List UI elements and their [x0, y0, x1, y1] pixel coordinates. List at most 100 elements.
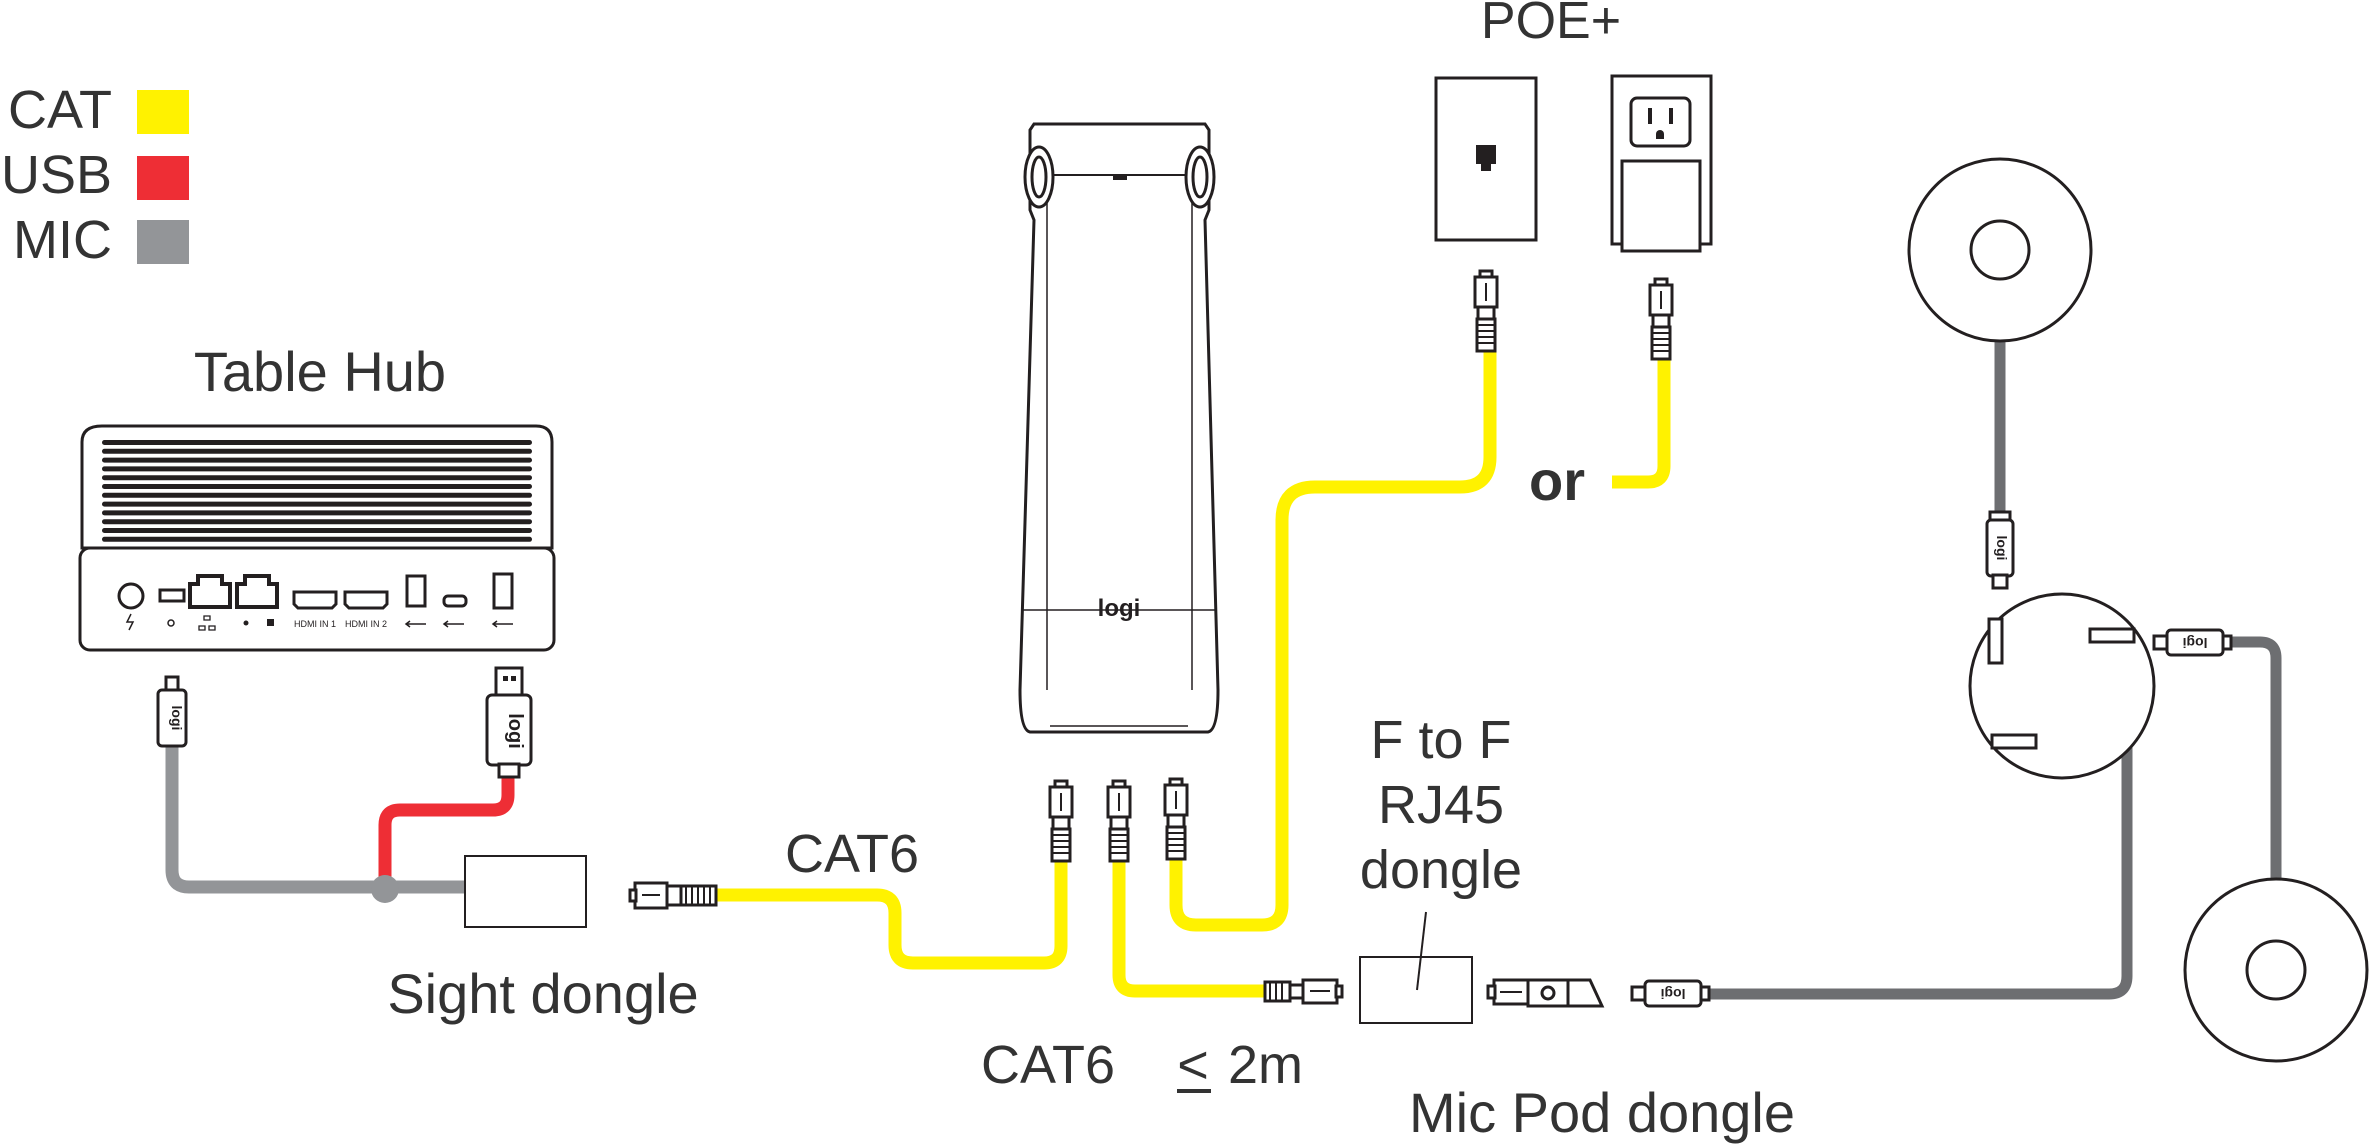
- micro-port: [158, 588, 186, 603]
- usbc-plug-mictop: logi: [1985, 510, 2015, 590]
- usbc-plug-micpod: logi: [1630, 979, 1711, 1008]
- rj45-plug-sight-neck: [665, 884, 683, 907]
- mic-cable-hub: [165, 745, 466, 894]
- usb-icon-2: [442, 620, 464, 628]
- usbc-plug-micpod-logo: logi: [1661, 986, 1686, 1002]
- cables: [165, 340, 2282, 1000]
- mic-hub-slot-right: [2088, 627, 2136, 644]
- usbc-plug-mictop-logo: logi: [1994, 536, 2010, 561]
- poe-label: POE+: [1481, 0, 1621, 50]
- hub-vents: [102, 440, 532, 542]
- hub-vent-slot: [102, 501, 532, 507]
- rj45-plug-poe-injector-neck: [1651, 313, 1671, 329]
- camera-body: [1018, 122, 1220, 734]
- mic-pod-dongle-label: Mic Pod dongle: [1409, 1081, 1795, 1144]
- outlet-slot-left: [1648, 108, 1652, 124]
- rj45-plug-sight-clip: [628, 888, 638, 903]
- usbc-port: [442, 594, 468, 608]
- rj45-plug-cam-left: [1048, 779, 1074, 863]
- hub-vent-slot: [102, 448, 532, 454]
- usb-a-plug-tip: [494, 666, 524, 698]
- cat6-2m-label-prefix: CAT6: [981, 1035, 1115, 1095]
- legend-label-usb: USB: [1, 145, 112, 205]
- usbc-plug-hub: logi: [156, 675, 188, 748]
- usbc-plug-hub-body: [156, 688, 188, 748]
- usb-icon-1: [404, 620, 426, 628]
- usb-icon-3: [491, 620, 513, 628]
- stop-icon: [267, 619, 274, 626]
- usb-a-plug: logi: [485, 666, 533, 779]
- legend-label-cat: CAT: [8, 80, 112, 140]
- hub-vent-slot: [102, 536, 532, 542]
- usbc-plug-micright-neck: [2221, 634, 2233, 651]
- f-to-f-label-line2: RJ45: [1378, 775, 1504, 835]
- camera-lens-right-inner: [1191, 155, 1209, 199]
- usb-a-port-2: [492, 572, 514, 610]
- poe-jack-port: [1476, 145, 1496, 171]
- f-to-f-label-line1: F to F: [1370, 710, 1511, 770]
- legend: CAT USB MIC: [1, 80, 189, 270]
- usbc-plug-hub-logo: logi: [169, 706, 185, 731]
- mic-hub-slot-left: [1987, 617, 2004, 665]
- rj45-plug-ftof-ribs: [1269, 982, 1283, 1001]
- hdmi-in-1-label: HDMI IN 1: [294, 619, 336, 629]
- usbc-plug-mictop-tip: [1991, 573, 2009, 590]
- sight-dongle-label: Sight dongle: [387, 962, 698, 1025]
- hub-vent-slot: [102, 528, 532, 533]
- power-outlet: [1610, 74, 1713, 253]
- hub-vent-slot: [102, 519, 532, 525]
- hub-vent-slot: [102, 466, 532, 472]
- hdmi-port-2: [343, 590, 389, 610]
- poe-injector: [1620, 159, 1702, 253]
- circle-icon: [167, 619, 175, 627]
- rj45-plug-poe-jack: [1473, 269, 1499, 353]
- hdmi-port-1: [292, 590, 338, 610]
- rj45-plug-ftof-neck: [1288, 983, 1305, 1000]
- outlet-receptacle: [1629, 96, 1692, 148]
- logi-sight-camera: logi: [1018, 122, 1220, 734]
- rj45-plug-cam-middle-boot: [1108, 827, 1130, 863]
- usb-a-plug-logo: logi: [504, 713, 526, 749]
- mic-pod-dongle-hole: [1540, 985, 1556, 1001]
- rj45-plug-cam-right-boot: [1165, 825, 1187, 861]
- mic-pod-top-button: [1969, 219, 2031, 281]
- rj45-plug-ftof-clip: [1334, 984, 1344, 999]
- legend-label-mic: MIC: [13, 210, 112, 270]
- hub-vent-slot: [102, 484, 532, 489]
- mic-pod-dongle: [1486, 978, 1605, 1008]
- usb-a-plug-hole-2: [511, 676, 516, 681]
- rj45-plug-ftof: [1263, 978, 1344, 1005]
- dot-icon: [243, 620, 249, 626]
- usbc-plug-micpod-neck: [1699, 985, 1711, 1002]
- or-label: or: [1529, 449, 1585, 512]
- hdmi-in-2-label: HDMI IN 2: [345, 619, 387, 629]
- rj45-plug-poe-jack-boot: [1475, 317, 1497, 353]
- usbc-plug-micright: logi: [2152, 628, 2233, 657]
- rj45-plug-cam-left-neck: [1051, 815, 1071, 831]
- rj45-plug-ftof-boot: [1263, 980, 1292, 1003]
- micpod-cable-main: [1705, 740, 2133, 1000]
- camera-rj45-plugs: [1048, 777, 1189, 863]
- usb-cable: [378, 775, 515, 887]
- f-to-f-dongle-box: [1359, 956, 1473, 1024]
- camera-top-sensor: [1113, 175, 1127, 180]
- camera-logo: logi: [1098, 595, 1141, 622]
- rj45-plug-poe-injector-boot: [1650, 325, 1672, 361]
- mic-hub-slot-bottom: [1990, 733, 2038, 750]
- rj45-plug-poe-jack-neck: [1476, 305, 1496, 321]
- table-hub: HDMI IN 1 HDMI IN 2: [78, 424, 556, 652]
- legend-swatch-usb: [137, 156, 189, 200]
- rj45-plug-sight: [628, 881, 718, 910]
- legend-swatch-cat: [137, 90, 189, 134]
- poe-rj45-plugs: [1473, 269, 1674, 361]
- cat6-2m-label-suffix: 2m: [1228, 1035, 1303, 1095]
- outlet-slot-right: [1669, 108, 1673, 124]
- usb-a-port-1: [405, 574, 427, 608]
- network-icon: [198, 615, 216, 631]
- power-icon: [125, 613, 135, 631]
- mic-pod-dongle-tail: [1566, 978, 1605, 1008]
- rj45-plug-cam-middle-neck: [1109, 815, 1129, 831]
- ethernet-port-2: [235, 574, 279, 609]
- mic-pod-dongle-clip: [1486, 984, 1497, 1000]
